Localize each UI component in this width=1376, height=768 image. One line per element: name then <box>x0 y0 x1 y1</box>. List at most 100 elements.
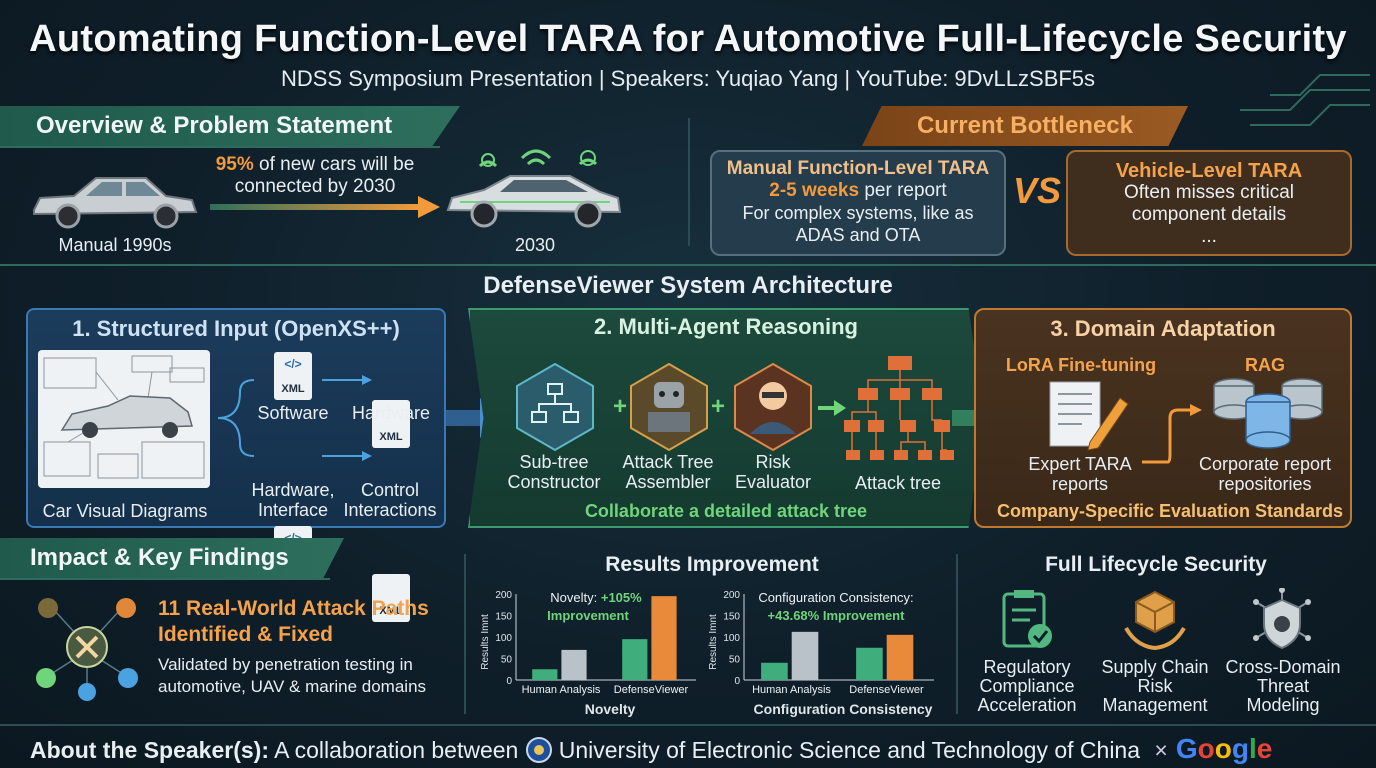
connected-car-icon <box>446 149 622 228</box>
xml-software-icon: </>XML <box>274 352 312 400</box>
stat-highlight: 95% <box>215 154 254 175</box>
shield-network-icon <box>1253 588 1311 650</box>
x-tick-label: Human Analysis <box>752 684 831 696</box>
y-axis-label: Results Imnt <box>480 614 491 670</box>
bar <box>886 634 914 680</box>
subtree-constructor-icon <box>516 362 594 452</box>
attack-tree-icon <box>844 356 954 460</box>
chart-annotation-line2: Improvement <box>547 608 629 623</box>
panel3-footer: Company-Specific Evaluation Standards <box>996 501 1344 521</box>
vehicle-tara-line2: Often misses critical <box>1124 182 1294 203</box>
y-tick-label: 150 <box>723 612 740 623</box>
y-tick-label: 50 <box>729 655 741 666</box>
y-axis-label: Results Imnt <box>708 614 719 670</box>
y-tick-label: 150 <box>495 612 512 623</box>
attack-tree-label: Attack tree <box>854 473 942 493</box>
clipboard-check-icon <box>1002 590 1052 648</box>
vehicle-tara-title: Vehicle-Level TARA <box>1115 160 1303 182</box>
y-tick-label: 100 <box>495 633 512 644</box>
stat-text: of new cars will be <box>253 154 415 175</box>
bar <box>761 662 788 680</box>
vehicle-tara-line3: component details <box>1131 204 1287 225</box>
rag-label: RAG <box>1245 355 1285 375</box>
attack-paths-icon <box>36 598 138 701</box>
database-icon <box>1213 378 1323 449</box>
x-tick-label: Human Analysis <box>522 684 601 696</box>
software-label: Software <box>257 403 329 423</box>
diagram-caption: Car Visual Diagrams <box>42 501 208 521</box>
y-tick-label: 50 <box>501 655 513 666</box>
bar <box>561 649 587 680</box>
input-flow-arrows <box>217 375 372 461</box>
car-diagram-icon <box>43 355 205 479</box>
y-tick-label: 200 <box>723 590 740 601</box>
x-tick-label: DefenseViewer <box>614 684 689 696</box>
vehicle-tara-line4: ... <box>1201 226 1217 247</box>
x-tick-label: DefenseViewer <box>849 684 924 696</box>
xml-control-icon: XML <box>372 574 410 622</box>
arrow-right-icon <box>210 196 440 218</box>
university-logo-icon <box>525 737 552 763</box>
university-name: University of Electronic Science and Tec… <box>558 737 1141 763</box>
risk-evaluator-icon <box>734 362 812 452</box>
bar <box>791 631 819 680</box>
speaker-footer: About the Speaker(s): A collaboration be… <box>30 734 1370 765</box>
arrow-right-icon <box>818 400 846 416</box>
google-logo: Google <box>1175 733 1273 764</box>
hardware-interface-label: Hardware,Interface <box>251 480 335 520</box>
panel3-title: 3. Domain Adaptation <box>1050 316 1276 341</box>
panel1-title: 1. Structured Input (OpenXS++) <box>72 316 400 341</box>
manual-tara-line4: ADAS and OTA <box>795 225 921 245</box>
vs-label: VS <box>1012 170 1062 211</box>
weeks-text: per report <box>859 180 947 201</box>
document-pen-icon <box>1049 381 1129 451</box>
y-tick-label: 100 <box>723 633 740 644</box>
old-car-icon <box>33 177 198 229</box>
car-diagram-image <box>38 350 210 488</box>
connected-stat: 95% of new cars will be connected by 203… <box>200 154 430 198</box>
y-tick-label: 0 <box>734 676 740 687</box>
times-symbol: × <box>1154 737 1168 763</box>
hardware-label: Hardware <box>351 403 431 423</box>
stat-text-line2: connected by 2030 <box>234 176 396 197</box>
panel2-footer: Collaborate a detailed attack tree <box>584 501 868 521</box>
architecture-heading: DefenseViewer System Architecture <box>483 272 893 299</box>
lora-label: LoRA Fine-tuning <box>1005 355 1157 375</box>
arrow-up-right-icon <box>1142 404 1202 464</box>
attack-tree-assembler-icon <box>630 362 708 452</box>
manual-tara-line3: For complex systems, like as <box>742 203 974 223</box>
panel2-title: 2. Multi-Agent Reasoning <box>594 314 858 339</box>
manual-tara-card: Manual Function-Level TARA 2-5 weeks per… <box>710 150 1006 256</box>
impact-heading: Impact & Key Findings <box>0 538 344 578</box>
results-heading: Results Improvement <box>605 553 819 576</box>
weeks-highlight: 2-5 weeks <box>769 180 860 201</box>
supply-chain-icon <box>1124 590 1186 651</box>
plus-icon: + <box>612 393 627 420</box>
bottleneck-heading: Current Bottleneck <box>862 106 1188 146</box>
overview-heading: Overview & Problem Statement <box>0 106 460 146</box>
chart-annotation: Novelty: +105% <box>550 590 642 605</box>
chart-title: Configuration Consistency <box>754 701 933 717</box>
footer-label: About the Speaker(s): <box>30 737 269 763</box>
chart-annotation: Configuration Consistency: <box>758 590 913 605</box>
lifecycle-heading: Full Lifecycle Security <box>1045 553 1267 576</box>
bar <box>856 647 883 680</box>
vehicle-tara-card: Vehicle-Level TARA Often misses critical… <box>1066 150 1352 256</box>
page-title: Automating Function-Level TARA for Autom… <box>29 18 1347 60</box>
manual-tara-title: Manual Function-Level TARA <box>726 158 990 179</box>
bar <box>532 669 558 680</box>
xml-hardware-icon: XML <box>372 400 410 448</box>
chart-title: Novelty <box>585 701 636 717</box>
new-car-label: 2030 <box>514 235 556 255</box>
